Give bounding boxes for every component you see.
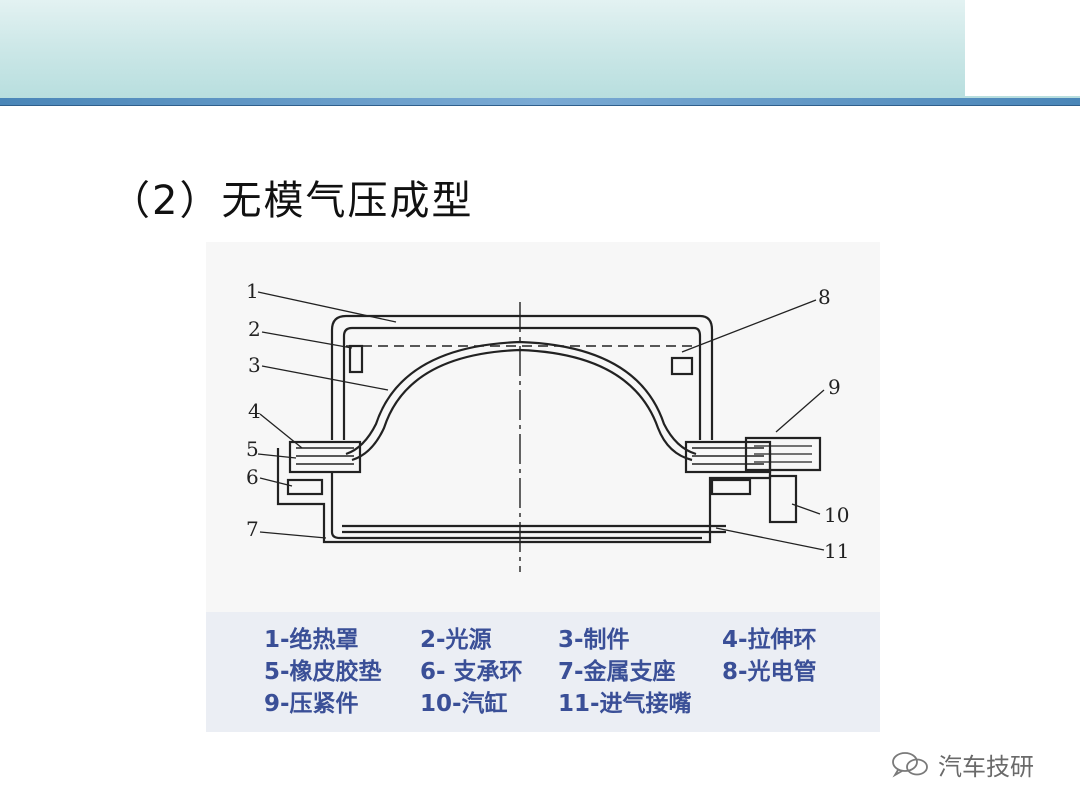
header-band [0, 0, 1080, 100]
slide-title: （2）无模气压成型 [110, 178, 474, 224]
legend-item: 3-制件 [558, 627, 630, 653]
photocell [670, 356, 694, 376]
formed-part-dome-inner [351, 348, 693, 462]
legend-item: 5-橡皮胶垫 [264, 659, 382, 685]
legend-item: 10-汽缸 [420, 691, 508, 717]
legend-item: 11-进气接嘴 [558, 691, 692, 717]
label-1: 1 [246, 279, 259, 303]
label-5: 5 [246, 437, 259, 461]
metal-base [276, 448, 772, 544]
label-9: 9 [828, 375, 841, 399]
light-source [348, 344, 364, 374]
legend-item: 9-压紧件 [264, 691, 359, 717]
legend-item: 4-拉伸环 [722, 627, 817, 653]
wechat-icon [892, 752, 928, 778]
forming-apparatus-diagram: 1 2 3 4 5 6 7 8 9 10 11 [246, 279, 849, 572]
right-support-ring [710, 478, 752, 496]
label-8: 8 [818, 285, 831, 309]
legend-item: 2-光源 [420, 627, 492, 653]
watermark: 汽车技研 [890, 748, 1034, 781]
air-cylinder [768, 474, 798, 524]
header-corner [965, 0, 1080, 96]
insulation-cover-inner [342, 326, 702, 440]
header-divider [0, 98, 1080, 106]
label-7: 7 [246, 517, 259, 541]
label-3: 3 [248, 353, 261, 377]
label-11: 11 [824, 539, 849, 563]
press-clamp [744, 436, 822, 472]
label-2: 2 [248, 317, 261, 341]
legend-item: 7-金属支座 [558, 659, 676, 685]
left-support-ring [286, 478, 324, 496]
legend-item: 6- 支承环 [420, 659, 523, 685]
watermark-text: 汽车技研 [938, 752, 1034, 781]
legend: 1-绝热罩 2-光源 3-制件 4-拉伸环 5-橡皮胶垫 6- 支承环 7-金属… [206, 612, 880, 732]
label-10: 10 [824, 503, 849, 527]
label-6: 6 [246, 465, 259, 489]
legend-item: 8-光电管 [722, 659, 817, 685]
label-4: 4 [248, 399, 261, 423]
formed-part-dome [345, 340, 697, 456]
insulation-cover [330, 314, 714, 440]
legend-item: 1-绝热罩 [264, 627, 359, 653]
